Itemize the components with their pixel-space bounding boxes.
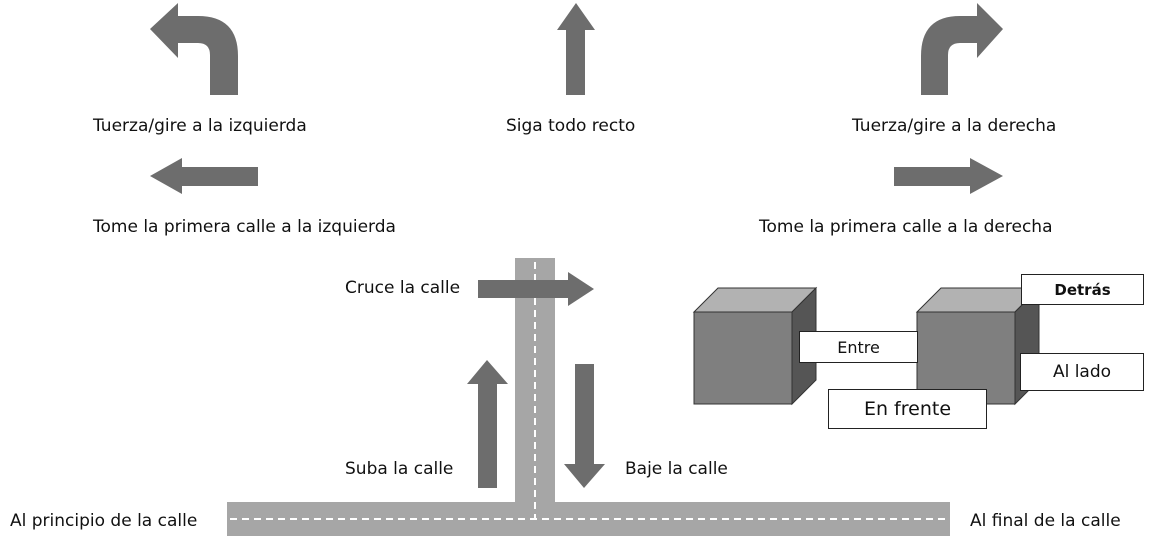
up-arrow-icon	[467, 360, 508, 488]
label-down: Baje la calle	[625, 459, 728, 479]
label-up: Suba la calle	[345, 459, 454, 479]
label-first-left: Tome la primera calle a la izquierda	[93, 217, 396, 237]
label-cross: Cruce la calle	[345, 278, 461, 298]
label-first-right: Tome la primera calle a la derecha	[759, 217, 1053, 237]
label-turn-right: Tuerza/gire a la derecha	[852, 116, 1057, 136]
label-start: Al principio de la calle	[10, 511, 198, 531]
cross-street-arrow-icon	[478, 272, 594, 306]
cube-left	[692, 286, 818, 406]
box-beside: Al lado	[1020, 353, 1144, 391]
box-between: Entre	[799, 331, 918, 363]
box-in-front: En frente	[828, 389, 987, 429]
horizontal-road	[227, 502, 950, 538]
turn-left-arrow-icon	[150, 3, 238, 95]
label-turn-left: Tuerza/gire a la izquierda	[93, 116, 307, 136]
label-end: Al final de la calle	[970, 511, 1121, 531]
turn-right-arrow-icon	[921, 3, 1003, 95]
first-left-arrow-icon	[150, 158, 258, 194]
first-right-arrow-icon	[894, 158, 1003, 194]
label-straight: Siga todo recto	[506, 116, 636, 136]
down-arrow-icon	[564, 364, 605, 488]
straight-arrow-icon	[557, 3, 595, 95]
box-behind: Detrás	[1021, 274, 1144, 305]
